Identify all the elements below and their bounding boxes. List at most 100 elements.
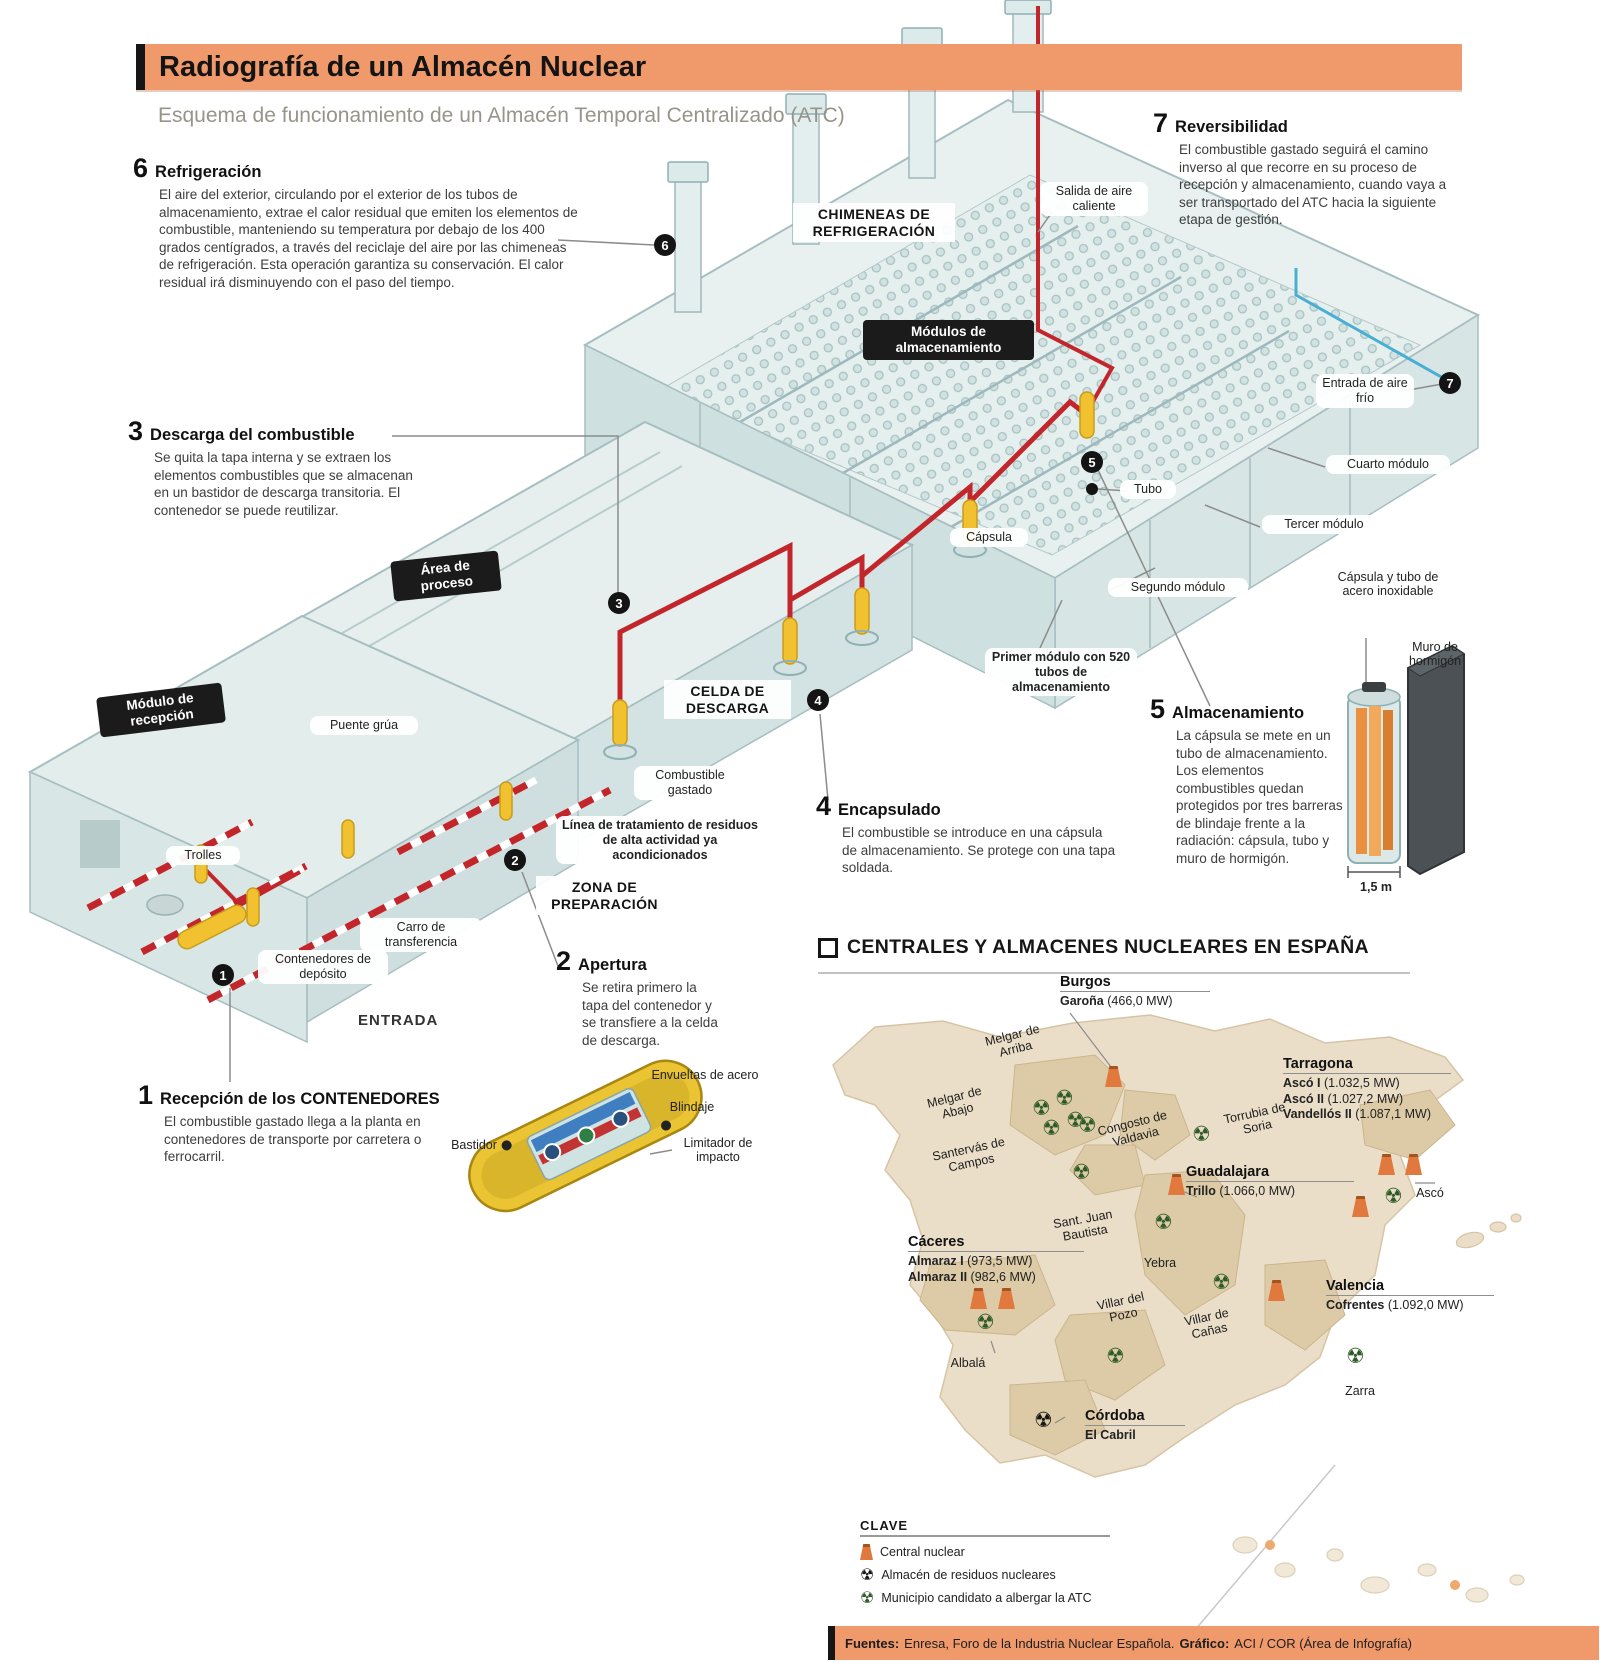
plant-name: Cofrentes [1326,1298,1385,1312]
label-carro-transferencia: Carro de transferencia [360,918,482,952]
site-region: Cáceres [908,1234,1084,1252]
plant-icon-asco-1 [1378,1154,1395,1175]
legend-title: CLAVE [860,1518,1110,1537]
plant-mw: (1.027,2 MW) [1327,1091,1404,1106]
credit-label: Gráfico: [1179,1635,1230,1651]
step-title: Encapsulado [838,801,941,819]
candidate-icon-villar-canas: ☢ [1212,1270,1231,1294]
legend-label: Central nuclear [880,1545,965,1559]
plant-icon-vandellos [1352,1196,1369,1217]
site-region: Valencia [1326,1278,1494,1296]
legend-label: Almacén de residuos nucleares [881,1568,1056,1582]
candidate-icon: ☢ [1055,1086,1074,1110]
plant-name: Ascó II [1283,1091,1324,1106]
step-number: 4 [816,791,832,821]
label-trolles: Trolles [166,846,240,865]
step-title: Almacenamiento [1172,704,1305,722]
step-number: 7 [1153,108,1169,138]
page-subtitle: Esquema de funcionamiento de un Almacén … [158,104,845,127]
label-combustible-gastado: Combustible gastado [634,766,746,800]
site-region: Guadalajara [1186,1164,1354,1182]
candidate-icon-yebra: ☢ [1154,1210,1173,1234]
label-muro-hormigon: Muro de hormigón [1408,640,1462,669]
candidate-icon: ☢ [1066,1108,1085,1132]
plant-name: Trillo [1186,1184,1216,1198]
annotation-recepcion: 1 Recepción de los CONTENEDORES El combu… [138,1082,478,1166]
site-tarragona: Tarragona Ascó I (1.032,5 MW) Ascó II (1… [1283,1056,1451,1123]
site-region: Burgos [1060,974,1210,992]
plant-name: El Cabril [1085,1428,1136,1442]
source-label: Fuentes: [845,1635,900,1651]
candidate-label: Yebra [1143,1256,1177,1270]
candidate-icon: ☢ [1032,1096,1051,1120]
step-title: Reversibilidad [1175,118,1288,136]
label-celda-descarga: CELDA DE DESCARGA [664,680,791,720]
nuclear-plant-icon [860,1544,873,1560]
candidate-label: Ascó [1416,1186,1444,1200]
site-region: Córdoba [1085,1408,1185,1426]
label-entrada: ENTRADA [358,1012,439,1029]
source-text: Enresa, Foro de la Industria Nuclear Esp… [904,1635,1175,1651]
step-number: 2 [556,946,572,976]
site-burgos: Burgos Garoña (466,0 MW) [1060,974,1210,1010]
label-salida-aire: Salida de aire caliente [1040,182,1148,216]
tube-pointer-dot [1086,483,1098,495]
candidate-icon-santiuste: ☢ [1072,1160,1091,1184]
label-capsula: Cápsula [950,528,1028,547]
map-title: CENTRALES Y ALMACENES NUCLEARES EN ESPAÑ… [847,936,1369,958]
site-caceres: Cáceres Almaraz I (973,5 MW) Almaraz II … [908,1234,1084,1285]
annotation-almacenamiento: 5 Almacenamiento La cápsula se mete en u… [1150,696,1345,867]
plant-mw: (1.087,1 MW) [1355,1107,1431,1122]
legend-item-candidate: ☢ Municipio candidato a albergar la ATC [860,1590,1110,1606]
step-title: Apertura [578,956,647,974]
step-body: El aire del exterior, circulando por el … [159,187,578,290]
step-body: El combustible gastado llega a la planta… [164,1114,422,1165]
diagram-marker-6: 6 [654,234,676,256]
step-body: Se quita la tapa interna y se extraen lo… [154,450,413,518]
plant-name: Almaraz II [908,1269,968,1284]
plant-name: Vandellós II [1283,1107,1352,1122]
candidate-label: Zarra [1345,1384,1375,1398]
plant-icon-trillo [1168,1174,1185,1195]
annotation-encapsulado: 4 Encapsulado El combustible se introduc… [816,793,1121,877]
plant-mw: (1.032,5 MW) [1324,1076,1400,1090]
legend-item-central: Central nuclear [860,1544,1110,1560]
label-entrada-aire: Entrada de aire frío [1316,374,1414,408]
step-body: El combustible gastado seguirá el camino… [1179,142,1447,228]
label-modulos-almacenamiento: Módulos de almacenamiento [863,320,1034,360]
step-body: La cápsula se mete en un tubo de almacen… [1176,728,1343,866]
step-title: Recepción de los CONTENEDORES [160,1090,440,1108]
step-title: Refrigeración [155,163,262,181]
title-bar: Radiografía de un Almacén Nuclear [136,44,1462,90]
candidate-icon-torrubia: ☢ [1192,1122,1211,1146]
plant-mw: (466,0 MW) [1107,994,1173,1008]
legend-label: Municipio candidato a albergar la ATC [881,1591,1092,1605]
waste-storage-icon: ☢ [860,1565,875,1584]
plant-icon-asco-2 [1405,1154,1422,1175]
legend-box-icon [818,937,838,958]
annotation-descarga: 3 Descarga del combustible Se quita la t… [128,418,413,519]
spain-map [832,1012,1525,1631]
label-capsula-tubo-acero: Cápsula y tubo de acero inoxidable [1337,570,1439,599]
step-number: 6 [133,153,149,183]
label-cuarto-modulo: Cuarto módulo [1326,455,1450,474]
credit-text: ACI / COR (Área de Infografía) [1234,1635,1413,1651]
diagram-marker-2: 2 [504,849,526,871]
diagram-marker-4: 4 [807,689,829,711]
step-number: 3 [128,416,144,446]
plant-name: Ascó I [1283,1076,1321,1090]
plant-mw: (1.066,0 MW) [1219,1184,1296,1198]
label-contenedores-deposito: Contenedores de depósito [258,950,388,984]
plant-name: Almaraz I [908,1254,964,1268]
capsule-bases [603,542,987,760]
diagram-marker-3: 3 [608,592,630,614]
annotation-refrigeracion: 6 Refrigeración El aire del exterior, ci… [133,155,578,291]
label-zona-preparacion: ZONA DE PREPARACIÓN [536,876,673,916]
plant-mw: (1.092,0 MW) [1387,1298,1464,1312]
label-tubo: Tubo [1120,480,1176,499]
candidate-icon: ☢ [1042,1116,1061,1140]
candidate-town-icon: ☢ [860,1588,875,1607]
candidate-icon-asco: ☢ [1384,1184,1403,1208]
